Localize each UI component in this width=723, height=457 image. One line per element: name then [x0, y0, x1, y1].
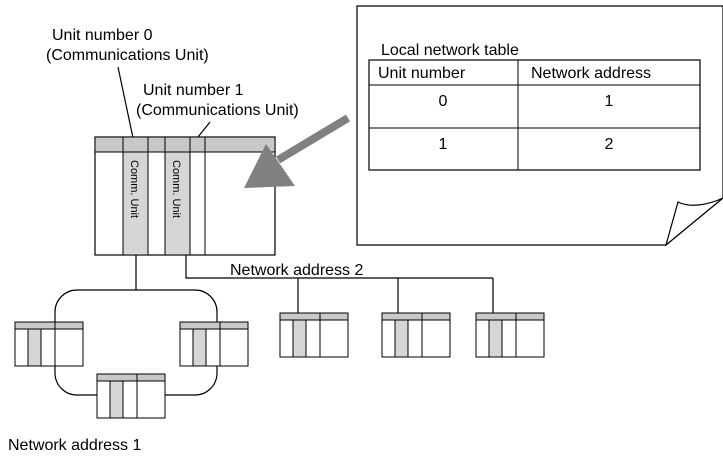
page-curl [664, 197, 723, 247]
reference-arrow [244, 114, 351, 188]
main-plc-rack: Comm. Unit Comm. Unit [94, 136, 276, 256]
network-1-label: Network address 1 [8, 437, 141, 454]
network-1-node [179, 321, 249, 367]
network-2-node [279, 312, 349, 358]
comm-unit-1 [164, 151, 191, 256]
comm-unit-0 [122, 151, 149, 256]
comm-unit-1-label: Comm. Unit [170, 160, 182, 218]
network-1-node [14, 321, 84, 367]
network-table-note: Local network table Unit number Network … [356, 5, 723, 247]
unit1-label-line1: Unit number 1 [143, 82, 244, 99]
table-header-network: Network address [531, 65, 651, 82]
table-title: Local network table [381, 42, 519, 59]
network-2-label: Network address 2 [230, 262, 363, 279]
unit0-label-line1: Unit number 0 [52, 27, 153, 44]
network-2-bus [185, 255, 494, 313]
network-table [368, 59, 701, 171]
table-cell: 0 [439, 93, 448, 110]
network-2-node [381, 312, 451, 358]
comm-unit-0-label: Comm. Unit [128, 160, 140, 218]
table-cell: 1 [605, 93, 614, 110]
table-cell: 1 [439, 136, 448, 153]
network-2-node [475, 312, 545, 358]
table-header-unit: Unit number [378, 65, 466, 82]
unit0-label-line2: (Communications Unit) [46, 47, 209, 64]
network-1-node [96, 373, 166, 419]
unit1-label-line2: (Communications Unit) [136, 102, 299, 119]
table-cell: 2 [605, 136, 614, 153]
